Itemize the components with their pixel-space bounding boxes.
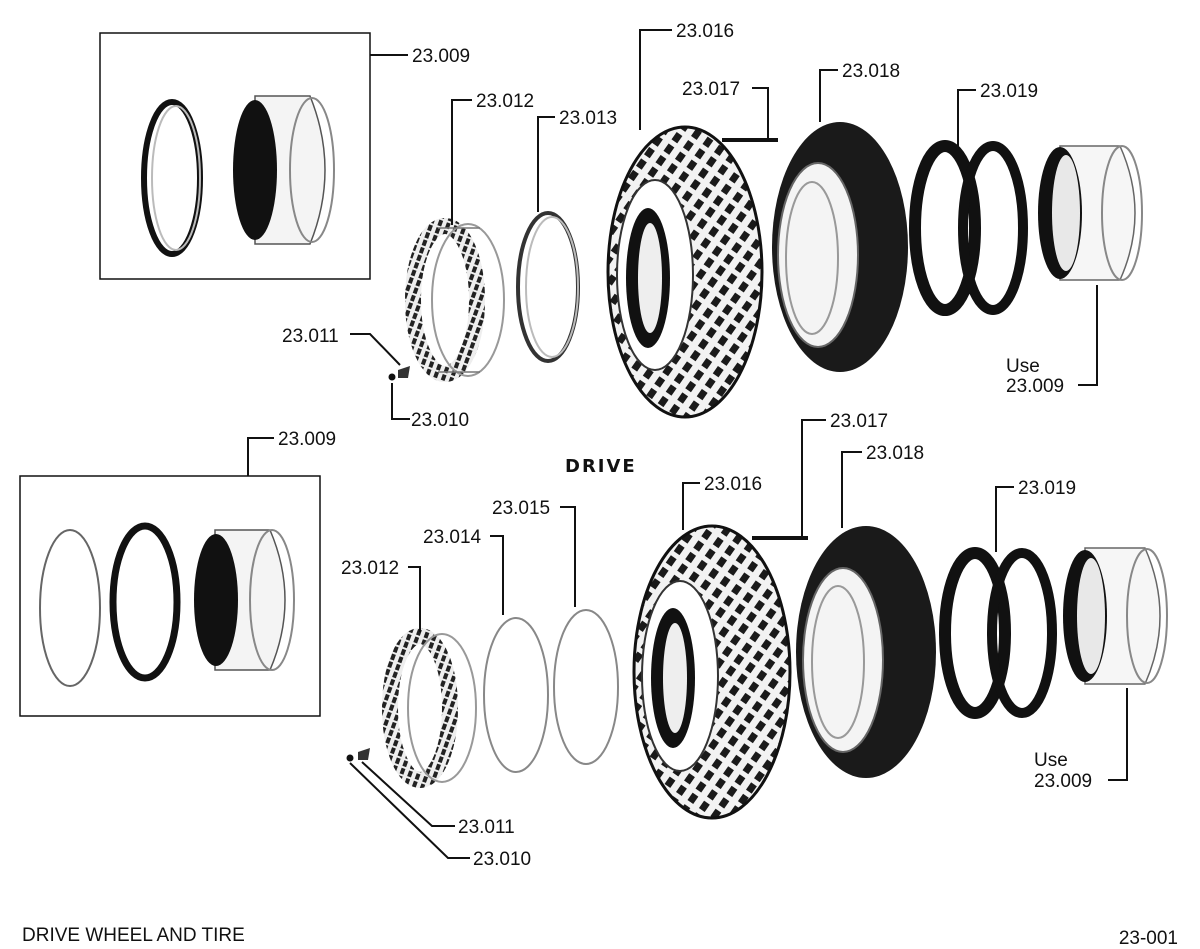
label-lower-23-017: 23.017 xyxy=(830,411,888,432)
label-lower-23-015: 23.015 xyxy=(492,498,550,519)
label-upper-23-016: 23.016 xyxy=(676,21,734,42)
upper-flange-ring xyxy=(405,218,505,382)
label-lower-use-word: Use xyxy=(1034,750,1068,771)
footer-code: 23-001 xyxy=(1119,928,1178,949)
lower-rim-use-part xyxy=(1063,547,1168,685)
upper-inset-frame xyxy=(99,32,371,280)
lower-tire xyxy=(632,524,792,820)
label-upper-23-011: 23.011 xyxy=(282,326,339,347)
label-lower-inset-23-009: 23.009 xyxy=(278,429,336,450)
label-lower-23-010: 23.010 xyxy=(473,849,531,870)
label-upper-use-part: 23.009 xyxy=(1006,376,1064,397)
lower-thin-ring-b xyxy=(553,609,619,765)
label-lower-use-part: 23.009 xyxy=(1034,771,1092,792)
upper-inner-tube xyxy=(772,122,908,372)
footer-title: DRIVE WHEEL AND TIRE xyxy=(22,925,245,946)
diagram-heading: DRIVE xyxy=(565,456,637,477)
lower-flange-ring xyxy=(382,628,477,788)
lower-thin-ring-a xyxy=(483,617,549,773)
upper-tire xyxy=(606,125,764,419)
upper-split-rim xyxy=(909,140,1028,316)
label-upper-23-012: 23.012 xyxy=(476,91,534,112)
label-upper-23-018: 23.018 xyxy=(842,61,900,82)
upper-valve-parts xyxy=(388,366,410,381)
upper-assembly: 23.009 23.012 23.013 23.011 23.010 xyxy=(99,21,1143,431)
upper-rim-use-part xyxy=(1038,145,1143,281)
label-upper-use-word: Use xyxy=(1006,356,1040,377)
label-upper-23-010: 23.010 xyxy=(411,410,469,431)
lower-inner-tube xyxy=(796,526,936,778)
label-upper-23-017: 23.017 xyxy=(682,79,740,100)
lower-inset-rim-opening xyxy=(194,534,238,666)
lower-inset-rim-parts xyxy=(39,522,295,687)
lower-valve-parts xyxy=(346,748,370,762)
lower-assembly: 23.009 23.012 23.014 23.015 23.011 23.01… xyxy=(19,411,1168,870)
label-lower-23-018: 23.018 xyxy=(866,443,924,464)
lower-inset-lock-ring xyxy=(109,522,181,682)
lower-split-rim xyxy=(939,547,1057,719)
label-lower-23-014: 23.014 xyxy=(423,527,482,548)
upper-inset-rim-opening xyxy=(233,100,277,240)
label-lower-23-012: 23.012 xyxy=(341,558,399,579)
upper-inset-rim-parts xyxy=(141,95,335,257)
label-upper-inset-23-009: 23.009 xyxy=(412,46,470,67)
label-upper-23-019: 23.019 xyxy=(980,81,1038,102)
label-lower-23-019: 23.019 xyxy=(1018,478,1076,499)
label-lower-23-011: 23.011 xyxy=(458,817,515,838)
lower-inset-thin-ring xyxy=(39,529,101,687)
label-lower-23-016: 23.016 xyxy=(704,474,762,495)
lower-inset-frame xyxy=(19,475,321,717)
label-upper-23-013: 23.013 xyxy=(559,108,617,129)
